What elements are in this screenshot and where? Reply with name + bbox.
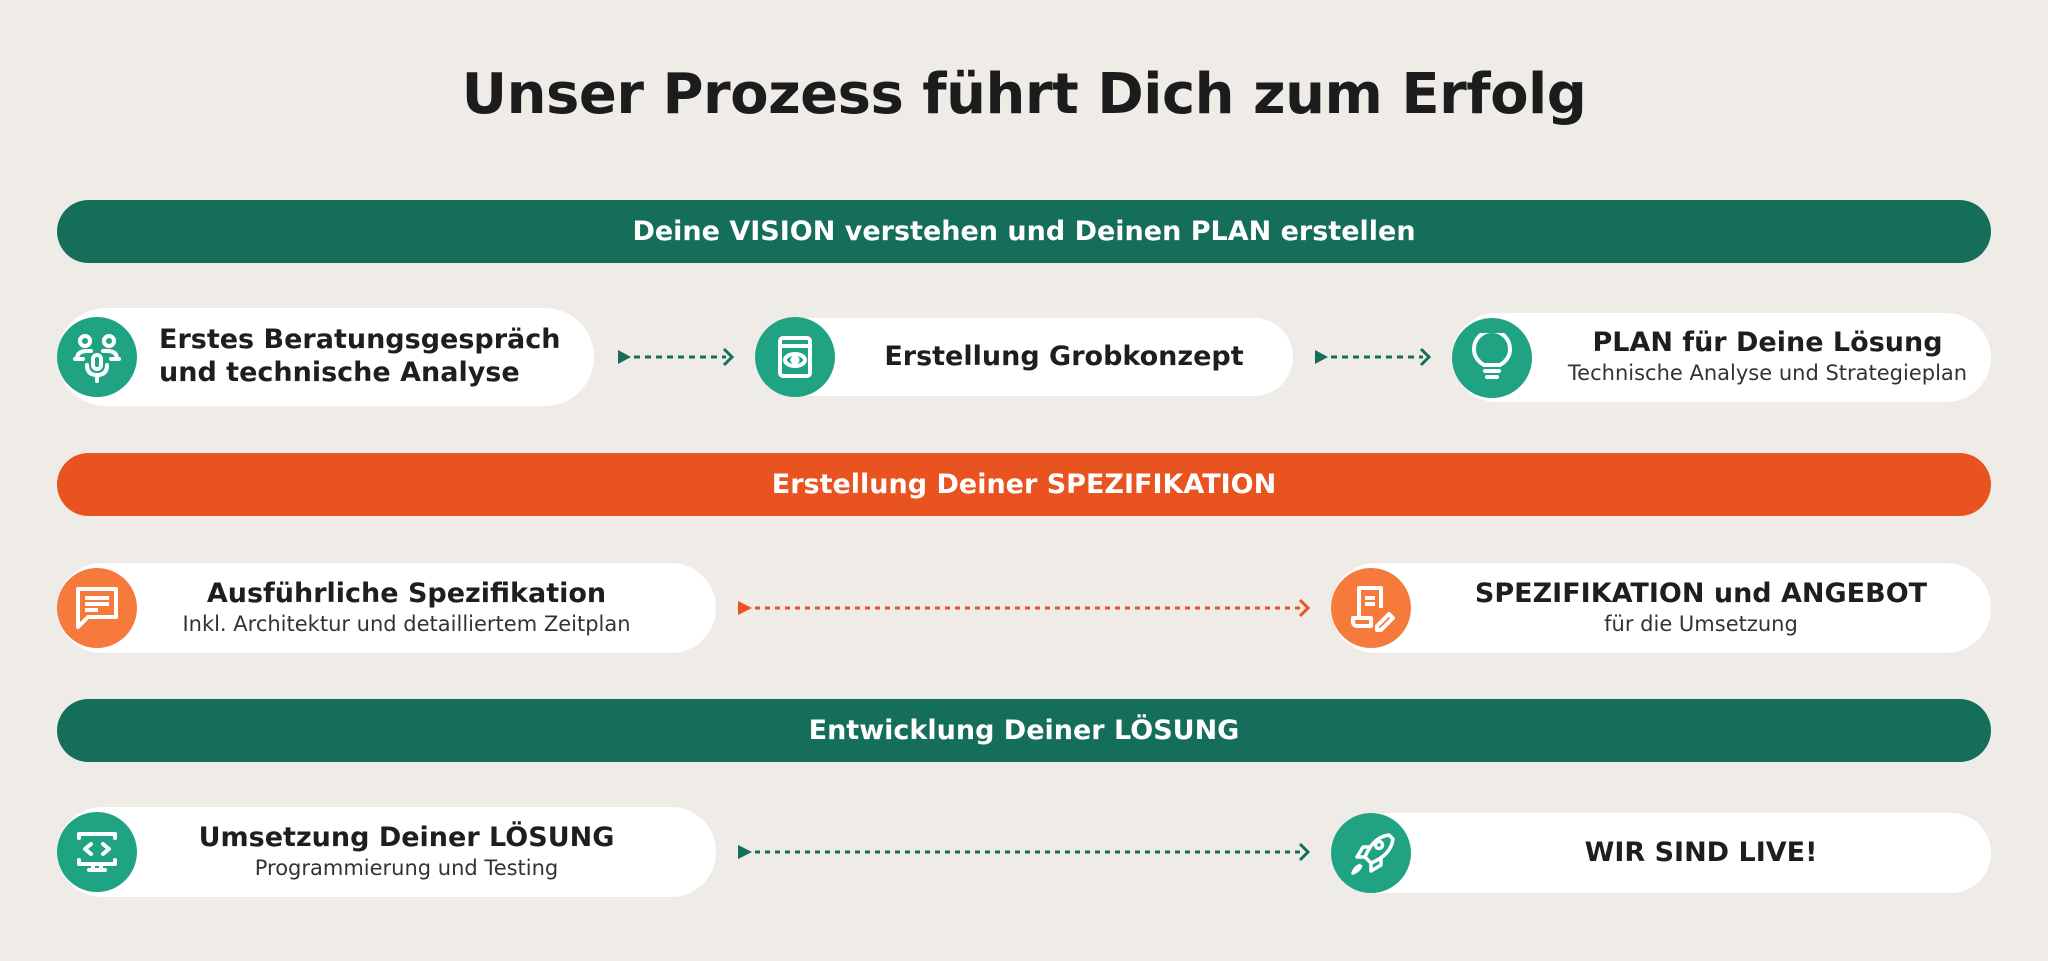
step-subtitle: Inkl. Architektur und detailliertem Zeit… — [182, 611, 631, 636]
rocket-icon — [1331, 813, 1411, 893]
step-subtitle: Technische Analyse und Strategieplan — [1567, 361, 1968, 386]
arrow-connector-icon — [618, 347, 735, 367]
step-title-line2: und technische Analyse — [159, 357, 520, 388]
step-title: WIR SIND LIVE! — [1584, 836, 1818, 868]
step-live: WIR SIND LIVE! — [1331, 813, 1991, 893]
page-title: Unser Prozess führt Dich zum Erfolg — [461, 62, 1587, 127]
step-title-line1: Erstes Beratungsgespräch — [159, 324, 561, 356]
chat-document-icon — [57, 568, 137, 648]
concept-eye-icon — [755, 317, 835, 397]
step-title: Umsetzung Deiner LÖSUNG — [198, 821, 615, 853]
step-subtitle: Programmierung und Testing — [254, 855, 559, 880]
step-umsetzung: Umsetzung Deiner LÖSUNG Programmierung u… — [57, 807, 716, 897]
phase-band-spezifikation: Erstellung Deiner SPEZIFIKATION — [57, 453, 1991, 516]
consultation-microphone-icon — [57, 317, 137, 397]
step-ausfuehrliche-spezifikation: Ausführliche Spezifikation Inkl. Archite… — [57, 563, 716, 653]
step-consultation: Erstes Beratungsgespräch und technische … — [57, 308, 594, 406]
step-plan: PLAN für Deine Lösung Technische Analyse… — [1452, 313, 1991, 402]
step-title: Erstellung Grobkonzept — [884, 340, 1244, 372]
step-subtitle: für die Umsetzung — [1604, 611, 1798, 636]
step-title: PLAN für Deine Lösung — [1592, 327, 1943, 359]
step-grobkonzept: Erstellung Grobkonzept — [755, 317, 1293, 397]
step-spezifikation-angebot: SPEZIFIKATION und ANGEBOT für die Umsetz… — [1331, 563, 1991, 653]
code-monitor-icon — [57, 812, 137, 892]
contract-pen-icon — [1331, 568, 1411, 648]
phase-band-vision: Deine VISION verstehen und Deinen PLAN e… — [57, 200, 1991, 263]
arrow-connector-icon — [1315, 347, 1432, 367]
phase-band-loesung: Entwicklung Deiner LÖSUNG — [57, 699, 1991, 762]
step-title: SPEZIFIKATION und ANGEBOT — [1474, 577, 1928, 609]
arrow-connector-icon — [738, 598, 1311, 618]
arrow-connector-icon — [738, 842, 1311, 862]
step-title: Ausführliche Spezifikation — [206, 577, 607, 609]
lightbulb-icon — [1452, 317, 1532, 398]
